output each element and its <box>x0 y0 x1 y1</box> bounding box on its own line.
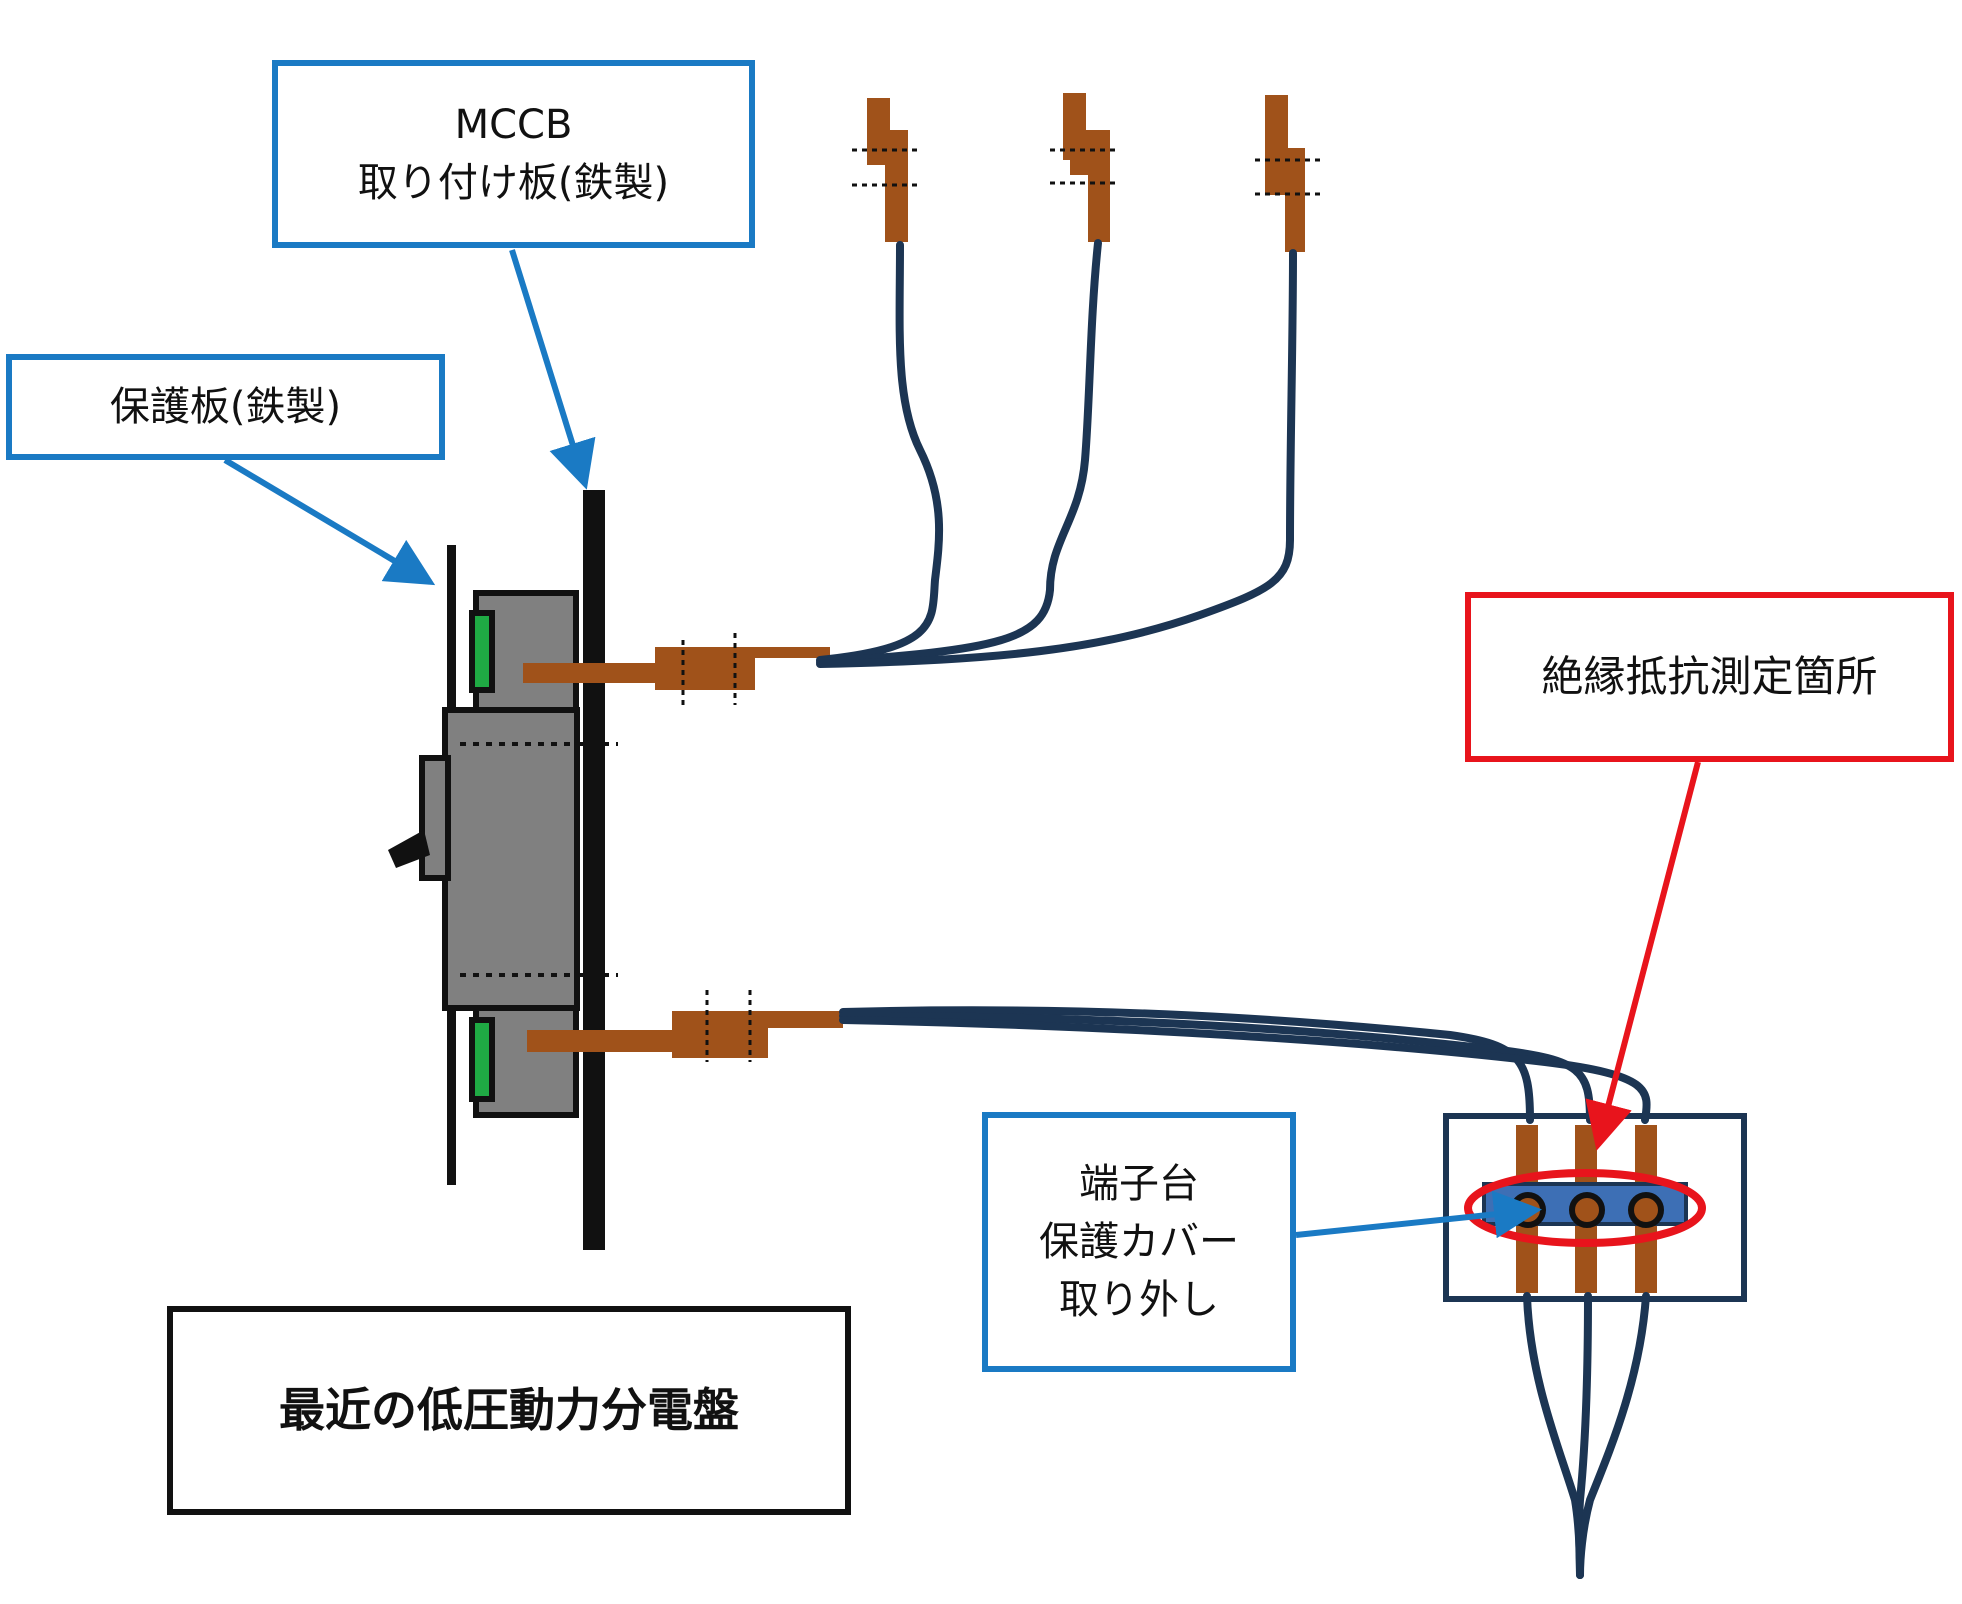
breaker-toggle-lever <box>388 830 430 868</box>
measurement-highlight <box>1464 1169 1706 1247</box>
busbar-terminal-icon <box>852 98 920 242</box>
mccb-breaker-icon <box>388 590 618 1118</box>
lower-green-terminal <box>469 1017 495 1102</box>
measurement-point-callout: 絶縁抵抗測定箇所 <box>1465 592 1954 762</box>
mccb-mounting-plate <box>583 490 605 1250</box>
busbar-terminal-icon <box>1050 93 1120 242</box>
protection-plate-callout: 保護板(鉄製) <box>6 354 445 460</box>
diagram-title-box: 最近の低圧動力分電盤 <box>167 1306 851 1515</box>
lower-cables <box>839 1006 1651 1124</box>
terminal-cover-line3: 取り外し <box>1059 1277 1219 1323</box>
lower-busbar <box>527 990 843 1062</box>
mccb-label-line1: MCCB <box>454 102 573 148</box>
callout-arrow-icon <box>223 249 1701 1239</box>
upper-cables <box>816 239 1297 668</box>
terminal-block-icon <box>1443 1113 1747 1302</box>
breaker-main-body <box>442 707 580 1011</box>
mccb-label-line2: 取り付け板(鉄製) <box>357 160 670 206</box>
upper-green-terminal <box>469 610 495 693</box>
upper-busbar <box>523 633 830 710</box>
mccb-plate-callout: MCCB 取り付け板(鉄製) <box>272 60 755 248</box>
terminal-cover-callout: 端子台 保護カバー 取り外し <box>982 1112 1296 1372</box>
terminal-cover-line2: 保護カバー <box>1039 1219 1239 1265</box>
output-cables <box>1523 1292 1650 1579</box>
diagram-title: 最近の低圧動力分電盤 <box>279 1383 739 1438</box>
protection-plate-label: 保護板(鉄製) <box>109 384 342 430</box>
terminal-cover-line1: 端子台 <box>1079 1161 1199 1207</box>
upper-terminals <box>852 93 1322 252</box>
breaker-handle-base <box>419 755 451 881</box>
busbar-terminal-icon <box>1255 95 1322 252</box>
measurement-point-label: 絶縁抵抗測定箇所 <box>1541 651 1878 701</box>
